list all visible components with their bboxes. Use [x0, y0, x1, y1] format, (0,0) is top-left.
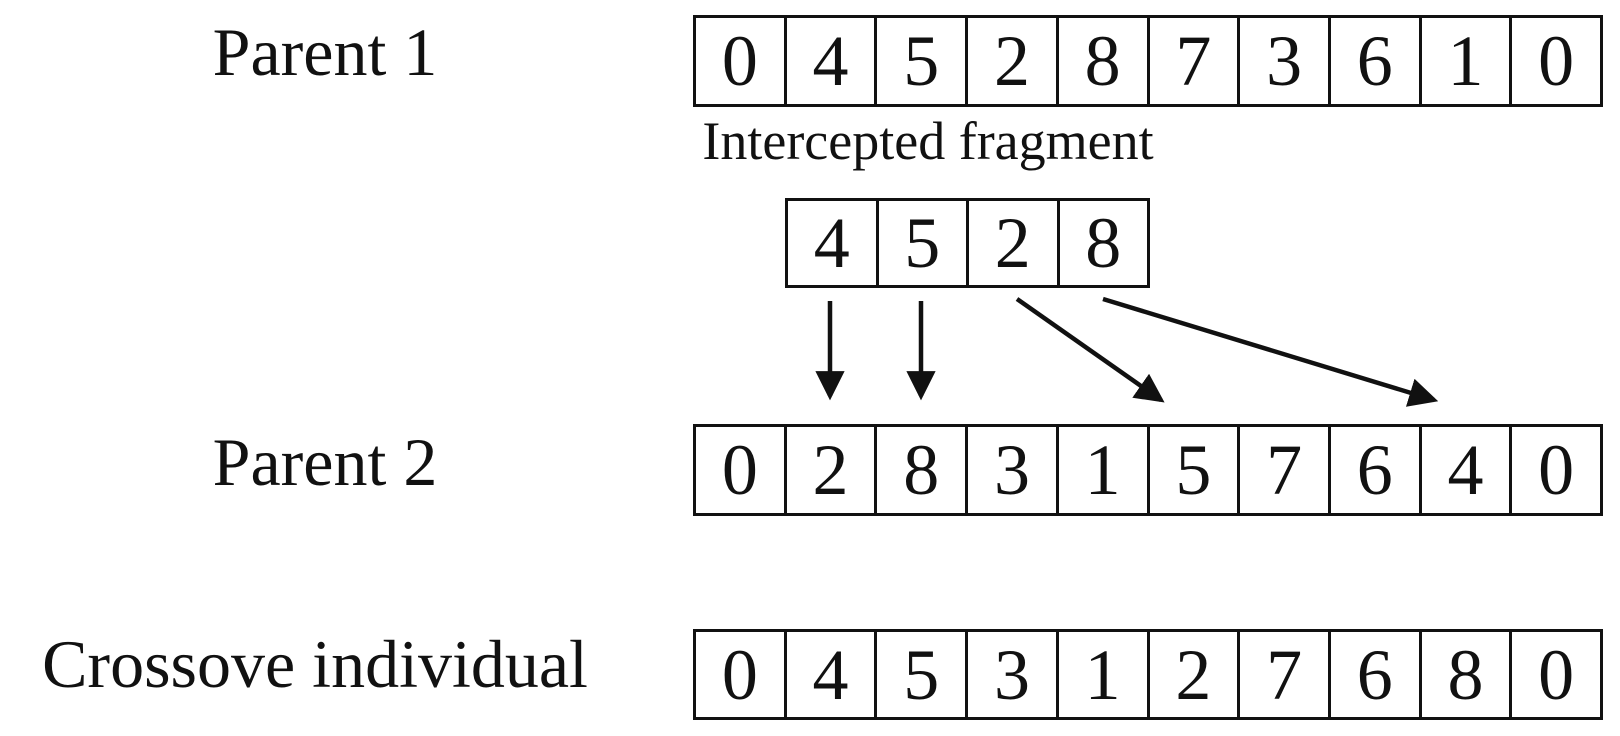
fragment-cell-0: 4	[813, 203, 850, 283]
parent2-cell-6: 7	[1237, 427, 1328, 513]
parent1-cell-8: 1	[1418, 18, 1510, 104]
intercepted-fragment-title: Intercepted fragment	[702, 111, 1154, 171]
crossover-cell-1: 4	[783, 632, 875, 717]
parent1-cell-6: 3	[1237, 18, 1328, 104]
crossover-cell-7: 6	[1327, 632, 1419, 717]
crossover-cell-4: 1	[1055, 632, 1147, 717]
crossover-cell-9: 0	[1509, 632, 1600, 717]
parent1-cell-7: 6	[1327, 18, 1419, 104]
parent2-cell-5: 5	[1146, 427, 1238, 513]
parent1-cell-1: 4	[783, 18, 875, 104]
crossover-cell-2: 5	[874, 632, 965, 717]
crossover-cell-3: 3	[965, 632, 1056, 717]
crossover-cell-8: 8	[1418, 632, 1510, 717]
fragment-cell-3: 8	[1056, 201, 1148, 285]
parent1-cell-4: 8	[1055, 18, 1147, 104]
parent1-cell-0: 0	[721, 21, 758, 101]
parent1-cell-5: 7	[1146, 18, 1238, 104]
parent1-cell-3: 2	[965, 18, 1056, 104]
parent2-label: Parent 2	[212, 424, 438, 500]
fragment-cell-1: 5	[875, 201, 967, 285]
crossover-cell-0: 0	[721, 634, 758, 715]
parent2-cell-1: 2	[783, 427, 875, 513]
crossover-cell-5: 2	[1146, 632, 1238, 717]
intercepted-fragment-array: 4 5 2 8	[785, 198, 1150, 288]
parent1-cell-2: 5	[874, 18, 965, 104]
crossover-cell-6: 7	[1237, 632, 1328, 717]
crossover-individual-array: 0 4 5 3 1 2 7 6 8 0	[693, 629, 1603, 720]
parent2-cell-9: 0	[1509, 427, 1600, 513]
parent2-array: 0 2 8 3 1 5 7 6 4 0	[693, 424, 1603, 516]
fragment-cell-2: 2	[966, 201, 1057, 285]
parent2-cell-3: 3	[965, 427, 1056, 513]
parent2-cell-2: 8	[874, 427, 965, 513]
arrow-fragment2-to-parent2	[1015, 297, 1165, 403]
parent1-label: Parent 1	[212, 14, 438, 90]
parent2-cell-0: 0	[721, 430, 758, 510]
arrow-fragment8-to-parent2	[1102, 296, 1439, 407]
parent2-cell-8: 4	[1418, 427, 1510, 513]
parent1-cell-9: 0	[1509, 18, 1600, 104]
parent2-cell-7: 6	[1327, 427, 1419, 513]
parent1-array: 0 4 5 2 8 7 3 6 1 0	[693, 15, 1603, 107]
parent2-cell-4: 1	[1055, 427, 1147, 513]
crossover-individual-label: Crossove individual	[42, 626, 588, 702]
